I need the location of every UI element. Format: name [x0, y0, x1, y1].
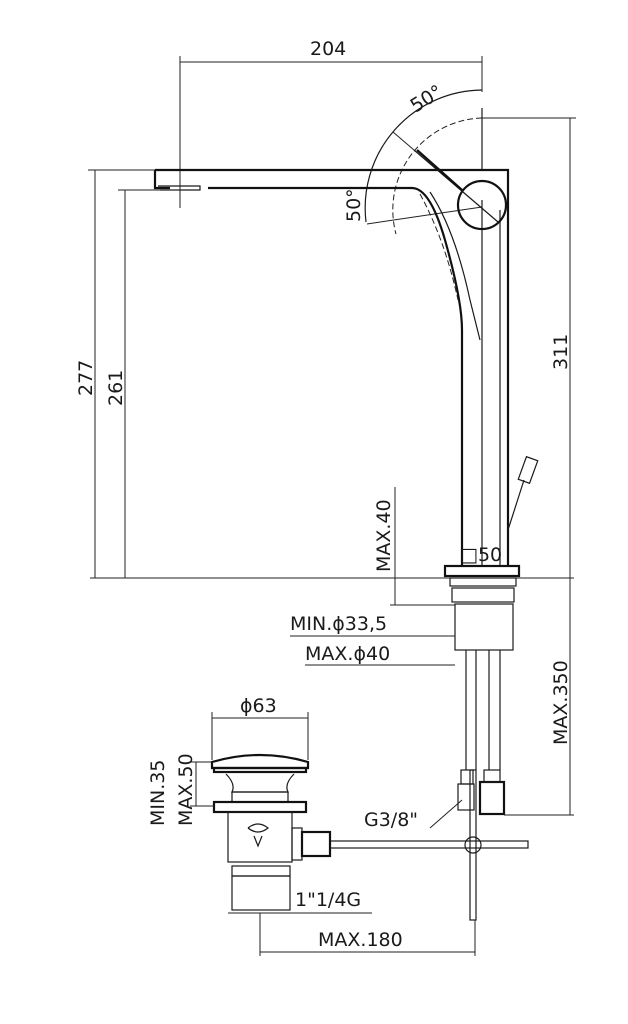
- dim-204-label: 204: [310, 38, 346, 60]
- g38-label: G3/8": [364, 809, 418, 831]
- angle-50-top-label: 50°: [406, 81, 446, 118]
- dimension-max350: MAX.350: [504, 578, 574, 816]
- cable: [507, 455, 539, 531]
- mounting-shank: [443, 564, 521, 816]
- dimension-261: 261: [105, 189, 180, 578]
- dimension-204: 204: [179, 38, 483, 208]
- dimension-277: 277: [75, 169, 155, 578]
- lever-angle-arcs: 50° 50°: [343, 81, 483, 235]
- dimension-max-hole: MAX.ϕ40: [305, 643, 455, 666]
- dim-277-label: 277: [75, 360, 97, 396]
- dim-min-hole-label: MIN.ϕ33,5: [290, 613, 387, 635]
- dimension-max40: MAX.40: [373, 487, 455, 606]
- dimension-min-hole: MIN.ϕ33,5: [290, 613, 455, 637]
- dimension-g38: G3/8": [364, 799, 463, 831]
- dim-max350-label: MAX.350: [550, 660, 572, 745]
- dim-311-label: 311: [550, 334, 572, 370]
- drain-thread-label: 1"1/4G: [295, 889, 361, 911]
- dim-max-hole-label: MAX.ϕ40: [305, 643, 390, 665]
- faucet-body: [153, 108, 510, 565]
- base-square-label: □50: [460, 544, 502, 566]
- dimension-drain-thread: 1"1/4G: [228, 889, 372, 914]
- dimension-311: 311: [482, 117, 576, 578]
- drain-max-height-label: MAX.50: [175, 753, 197, 826]
- pop-up-drain: ϕ63 MIN.35 MAX.50: [147, 695, 332, 911]
- angle-50-side-label: 50°: [343, 188, 365, 222]
- drain-cap-diameter-label: ϕ63: [240, 695, 277, 717]
- dimension-max180: MAX.180: [259, 913, 476, 956]
- dim-max180-label: MAX.180: [318, 929, 403, 951]
- dim-261-label: 261: [105, 370, 127, 406]
- dim-max40-label: MAX.40: [373, 499, 395, 572]
- drain-min-height-label: MIN.35: [147, 760, 169, 826]
